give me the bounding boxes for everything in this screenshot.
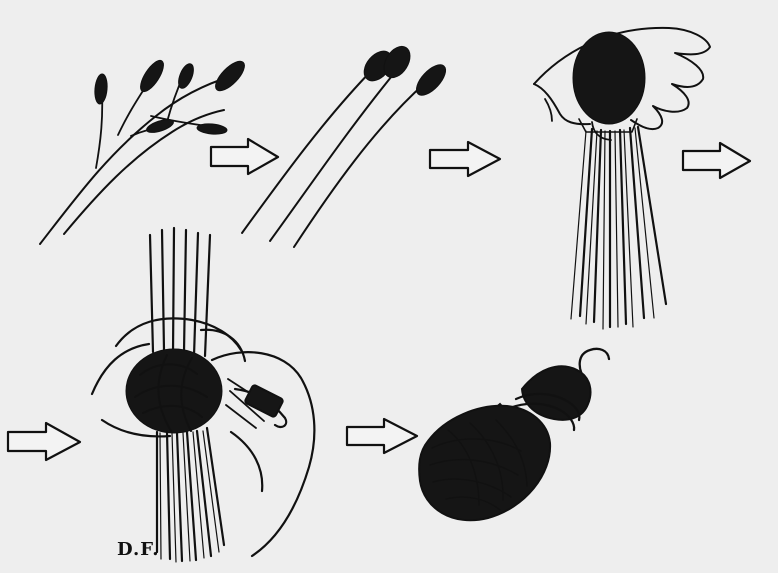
step-4-binding-hands <box>92 228 314 562</box>
artist-signature: D.F. <box>117 539 159 560</box>
arrow-step-2-to-3 <box>430 142 500 176</box>
arrow-step-3-to-4 <box>683 143 750 178</box>
seed-head-1 <box>94 57 249 136</box>
arrow-step-4-to-5 <box>347 419 417 453</box>
arrow-entry-step-4 <box>8 423 80 460</box>
grain-cluster <box>573 32 645 124</box>
binding-knot <box>126 349 222 433</box>
step-5-finished-whisk <box>419 349 609 520</box>
step-2-trimmed-stalks <box>242 42 451 247</box>
step-3-bundle-in-hand <box>534 28 710 329</box>
arrow-step-1-to-2 <box>211 139 278 174</box>
trimmed-seed-heads <box>359 42 451 100</box>
